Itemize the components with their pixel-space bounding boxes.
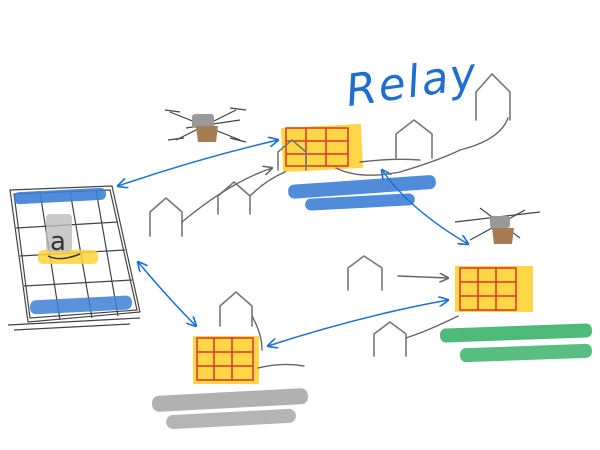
house-icon — [347, 255, 383, 291]
house-icon — [373, 321, 407, 357]
solar-node-icon — [280, 123, 364, 173]
house-icon — [475, 73, 511, 121]
logo-a: a — [50, 227, 66, 257]
relay-title: Relay — [343, 48, 482, 117]
drone-icon — [164, 107, 247, 143]
house-icon — [219, 291, 253, 327]
tablet-icon: a — [7, 185, 141, 331]
solar-node-icon — [455, 266, 533, 312]
house-icon — [217, 181, 251, 215]
house-icon — [149, 197, 183, 237]
solar-node-icon — [193, 336, 259, 384]
house-icon — [395, 119, 433, 159]
drone-icon — [454, 207, 541, 244]
